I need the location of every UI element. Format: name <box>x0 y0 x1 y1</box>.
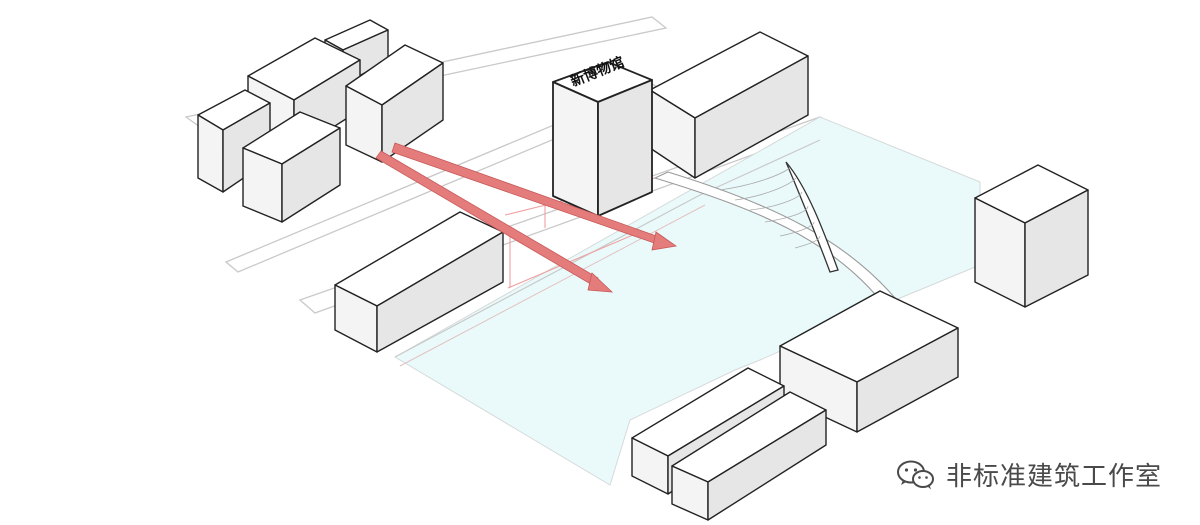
road-strip-back <box>184 16 668 128</box>
water-edge-line-2 <box>399 204 706 367</box>
bridge-cables <box>719 167 821 249</box>
curved-bridge <box>653 161 897 301</box>
building-block-br-large <box>779 290 959 433</box>
building-block-bottom-front <box>671 391 827 521</box>
building-block-tl-front <box>242 111 341 223</box>
building-block-tr-long <box>649 31 809 179</box>
watermark: 非标准建筑工作室 <box>896 456 1162 493</box>
buildings <box>197 19 1089 521</box>
sightline-arrow-upper <box>391 142 678 251</box>
sightline-arrows <box>375 142 678 293</box>
building-block-right-cube <box>974 164 1089 308</box>
wechat-icon <box>896 460 934 489</box>
bridge-arch <box>785 161 839 273</box>
watermark-text: 非标准建筑工作室 <box>945 462 1162 492</box>
building-block-tl-right <box>345 44 444 163</box>
water-edge-line <box>394 139 821 358</box>
building-block-front-long <box>334 211 504 353</box>
axis-line-d <box>507 231 641 289</box>
sightline-arrow-lower <box>375 150 614 293</box>
museum-tower <box>552 61 653 217</box>
